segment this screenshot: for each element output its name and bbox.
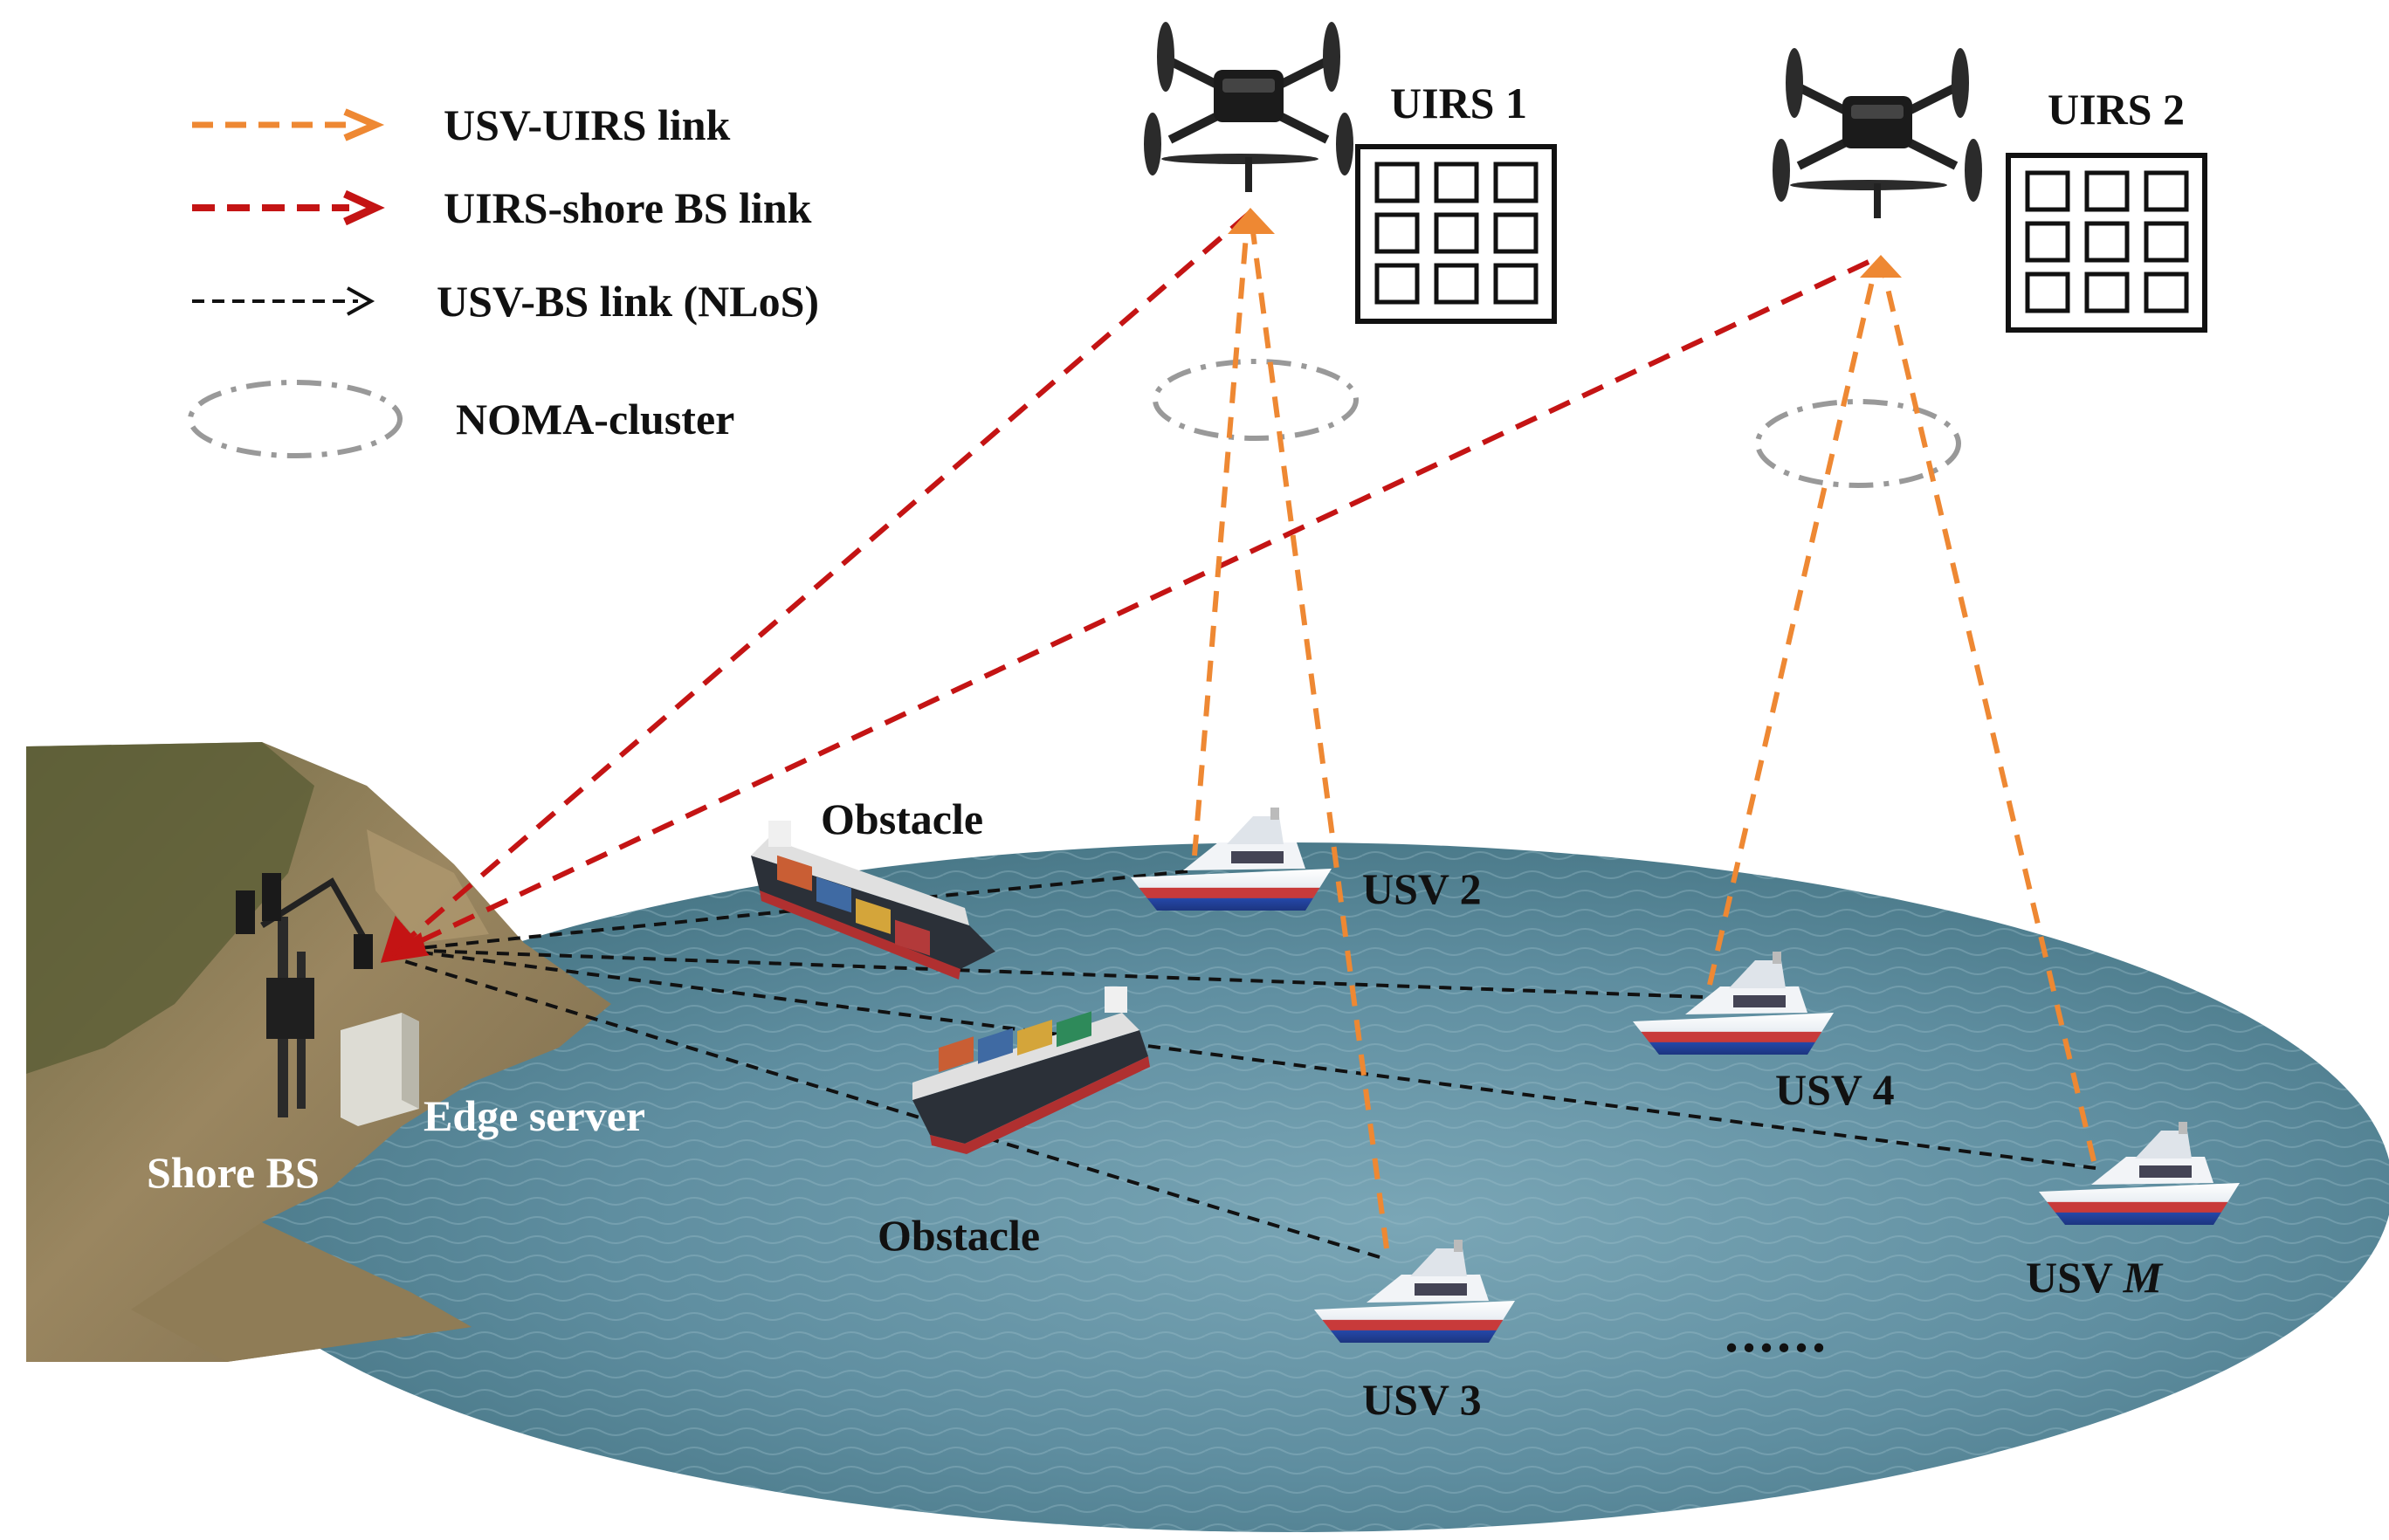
legend: USV-UIRS link UIRS-shore BS link USV-BS … (188, 100, 819, 458)
uirs-1-arrowhead (1228, 208, 1275, 234)
usv-4-prefix: USV (1775, 1065, 1862, 1114)
uirs-1-label: UIRS 1 (1390, 79, 1527, 127)
sea-area (192, 842, 2389, 1532)
usv-4-index: 4 (1873, 1065, 1895, 1114)
shore-bs-label: Shore BS (147, 1148, 320, 1197)
noma-cluster-1 (1153, 359, 1359, 441)
obstacle-2-label: Obstacle (878, 1211, 1040, 1260)
edge-server-icon (341, 1013, 419, 1126)
uirs-1-drone-icon (1144, 22, 1353, 192)
obstacle-1-label: Obstacle (821, 794, 983, 843)
usv-m-label: USV M (2026, 1253, 2164, 1302)
legend-uirs-bs-label: UIRS-shore BS link (444, 183, 812, 232)
legend-orange-arrowhead (343, 108, 385, 141)
noma-cluster-2 (1755, 399, 1961, 488)
usv-m-index: M (2123, 1253, 2164, 1302)
obstacle-ship-1-icon (751, 821, 995, 980)
usv-m-boat-icon (2039, 1122, 2240, 1225)
usv-2-prefix: USV (1362, 864, 1449, 913)
legend-red-arrowhead (343, 189, 385, 226)
legend-black-arrowhead (347, 286, 375, 316)
usv-3-index: 3 (1460, 1375, 1482, 1424)
more-usvs-ellipsis: ...... (1725, 1302, 1829, 1364)
uirs-bs-links (380, 211, 1870, 963)
usv-2-label: USV 2 (1362, 864, 1482, 913)
bs-red-arrowhead (389, 932, 426, 956)
usv-bs-links (401, 870, 2096, 1259)
legend-noma-label: NOMA-cluster (456, 395, 734, 443)
legend-usv-uirs-label: USV-UIRS link (444, 100, 731, 149)
usv-m-prefix: USV (2026, 1253, 2113, 1302)
usv-4-boat-icon (1633, 952, 1834, 1055)
usv-4-label: USV 4 (1775, 1065, 1895, 1114)
usv-3-prefix: USV (1362, 1375, 1449, 1424)
uirs-2-label: UIRS 2 (2048, 85, 2185, 134)
edge-server-label: Edge server (423, 1091, 645, 1140)
uirs-2-drone-icon (1773, 48, 1982, 218)
uirs-2-panel-icon (2006, 153, 2207, 333)
usv-2-boat-icon (1131, 808, 1332, 911)
usv-uirs-links (1192, 224, 2096, 1249)
obstacle-ship-2-icon (912, 987, 1150, 1154)
legend-usv-bs-label: USV-BS link (NLoS) (437, 277, 819, 326)
uirs-2-arrowhead (1860, 255, 1902, 278)
shore-rocks (26, 742, 611, 1362)
shore-bs-tower-icon (236, 873, 373, 1117)
usv-3-label: USV 3 (1362, 1375, 1482, 1424)
usv-2-index: 2 (1460, 864, 1482, 913)
legend-cluster-ellipse (188, 380, 403, 458)
uirs-1-panel-icon (1355, 144, 1557, 324)
usv-3-boat-icon (1314, 1240, 1515, 1343)
